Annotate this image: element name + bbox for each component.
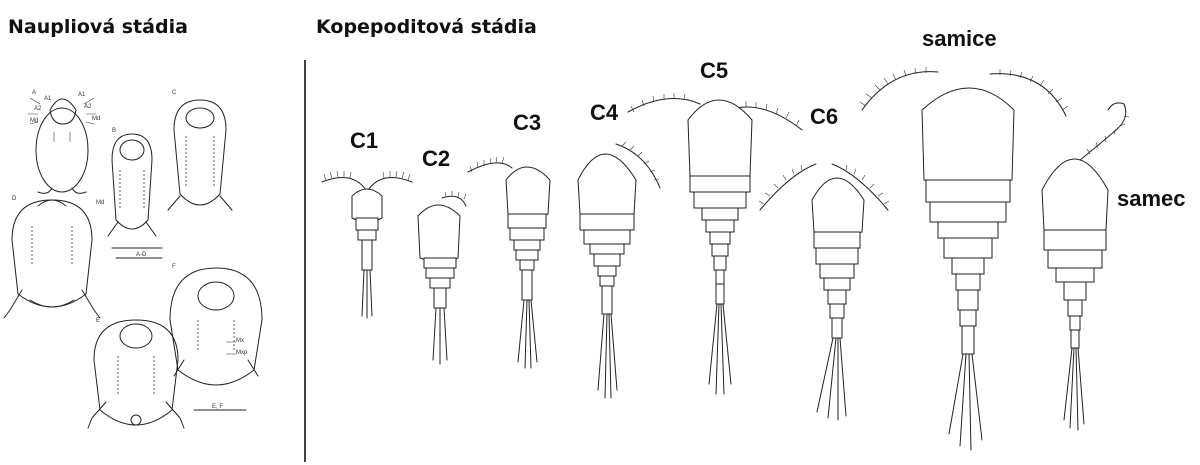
nauplius-f [170,268,262,410]
copepodid-c5 [628,93,802,394]
copepodid-c2 [418,191,466,364]
adult-male [1042,103,1129,430]
copepodid-c1 [322,171,412,318]
nauplius-c [168,100,232,210]
nauplius-b [108,134,162,248]
nauplius-d [4,200,100,318]
copepodid-c6 [759,164,889,420]
nauplius-a [28,98,96,193]
copepodid-c4 [578,142,660,398]
copepodid-c3 [468,157,550,368]
nauplius-e [88,320,184,428]
adult-female [860,67,1068,450]
